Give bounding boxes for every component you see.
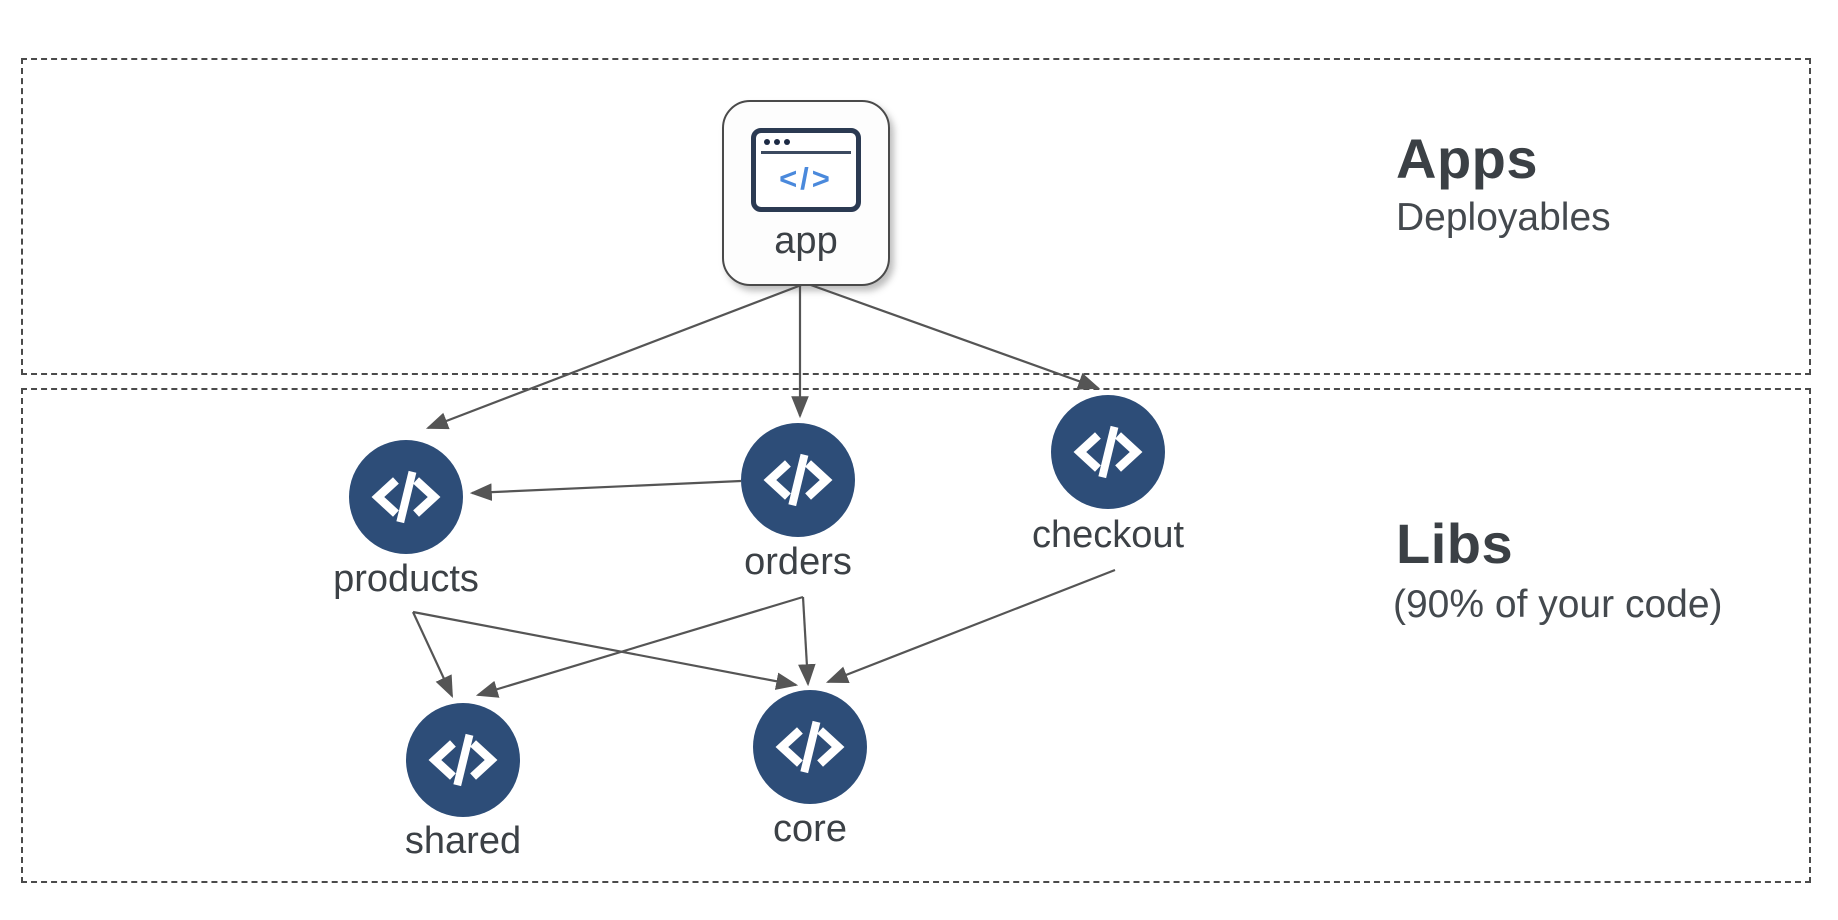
code-icon <box>1073 425 1143 479</box>
browser-dot <box>774 139 780 145</box>
browser-dot <box>764 139 770 145</box>
node-shared <box>406 703 520 817</box>
apps-section-title: Apps <box>1396 127 1538 190</box>
node-app-label: app <box>774 220 838 262</box>
node-checkout-label: checkout <box>1031 514 1185 556</box>
browser-dot <box>784 139 790 145</box>
libs-section-subtitle: (90% of your code) <box>1393 583 1723 626</box>
libs-section-title: Libs <box>1396 512 1514 575</box>
node-core-label: core <box>773 808 847 850</box>
node-products <box>349 440 463 554</box>
node-checkout <box>1051 395 1165 509</box>
node-app: </> app <box>722 100 890 286</box>
node-orders-label: orders <box>744 541 852 583</box>
code-icon <box>763 453 833 507</box>
code-icon <box>775 720 845 774</box>
node-core <box>753 690 867 804</box>
browser-code-icon: </> <box>751 128 861 212</box>
section-libs-box <box>21 388 1811 883</box>
code-icon <box>428 733 498 787</box>
node-orders <box>741 423 855 537</box>
code-glyph: </> <box>779 161 833 196</box>
browser-topbar <box>761 133 851 154</box>
apps-section-subtitle: Deployables <box>1396 196 1611 239</box>
node-shared-label: shared <box>404 820 522 862</box>
code-icon <box>371 470 441 524</box>
node-products-label: products <box>333 558 479 600</box>
